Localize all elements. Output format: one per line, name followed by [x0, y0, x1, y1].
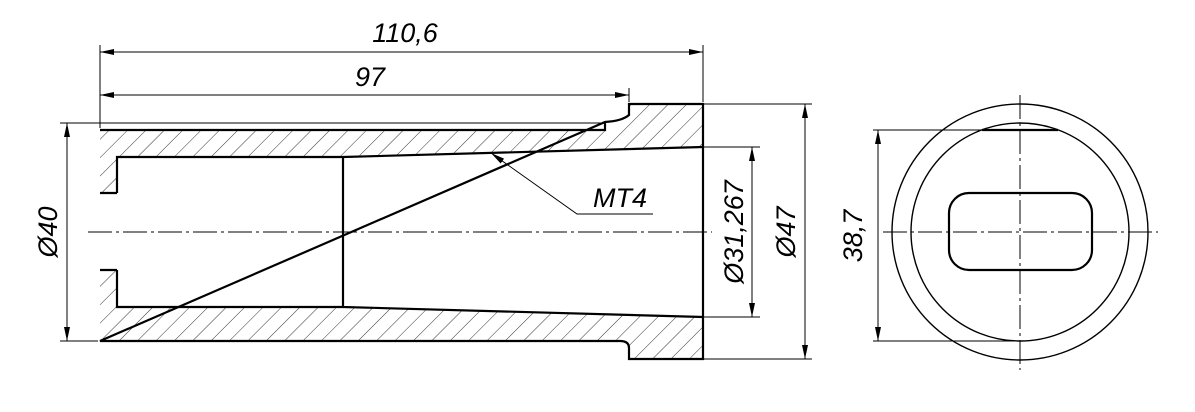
hatched-section: [100, 104, 703, 359]
dimension-taper-diameter: Ø31,267: [719, 179, 749, 285]
end-view: 38,7: [838, 95, 1158, 370]
dimension-flat-height: 38,7: [838, 209, 868, 263]
end-extension-lines: [873, 129, 1020, 342]
taper-label: MT4: [593, 183, 647, 213]
dimension-body-diameter: Ø40: [33, 206, 63, 258]
dimension-flange-diameter: Ø47: [771, 206, 801, 259]
outer-contour: [99, 102, 705, 361]
taper-leader-line: [490, 152, 653, 215]
rear-slot: [100, 191, 117, 272]
dimension-overall-length: 110,6: [372, 18, 439, 48]
section-view: 110,6 97 Ø40 Ø31,267 Ø47 MT4: [33, 18, 812, 361]
dimension-body-length: 97: [355, 62, 386, 92]
